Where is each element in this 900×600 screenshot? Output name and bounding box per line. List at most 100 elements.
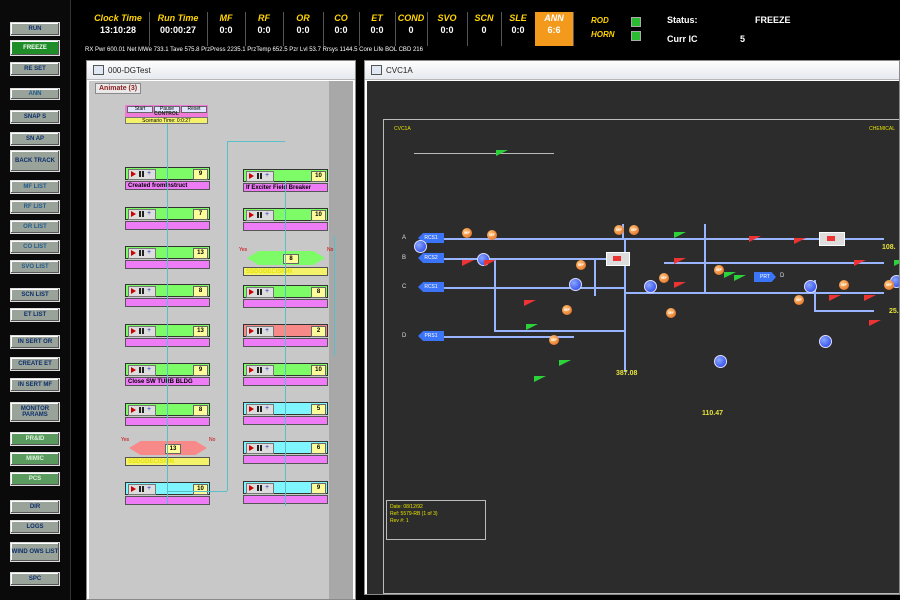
valve-icon[interactable]: [794, 238, 806, 244]
malfunction-indicator[interactable]: MF: [462, 228, 472, 238]
play-icon[interactable]: [249, 173, 254, 179]
pause-icon[interactable]: [139, 250, 144, 256]
malfunction-indicator[interactable]: MF: [884, 280, 894, 290]
pump-icon[interactable]: [819, 335, 832, 348]
pump-icon[interactable]: [477, 253, 490, 266]
malfunction-indicator[interactable]: MF: [576, 260, 586, 270]
pause-icon[interactable]: [257, 328, 262, 334]
valve-icon[interactable]: [724, 272, 736, 278]
play-icon[interactable]: [131, 328, 136, 334]
play-icon[interactable]: [249, 445, 254, 451]
play-icon[interactable]: [131, 486, 136, 492]
source-tag-rcs2[interactable]: RCS2: [418, 253, 444, 263]
sidebar-button-logs[interactable]: LOGS: [10, 520, 60, 534]
pause-icon[interactable]: [139, 328, 144, 334]
pause-icon[interactable]: [139, 288, 144, 294]
source-tag-rcs1[interactable]: RCS1: [418, 233, 444, 243]
right_column-step-node[interactable]: +10: [243, 169, 328, 182]
sidebar-button-scn-list[interactable]: SCN LIST: [10, 288, 60, 302]
plus-icon[interactable]: +: [265, 484, 270, 491]
valve-icon[interactable]: [524, 300, 536, 306]
valve-icon[interactable]: [674, 258, 686, 264]
valve-icon[interactable]: [749, 236, 761, 242]
pause-icon[interactable]: [257, 445, 262, 451]
prt-tag[interactable]: PRT: [754, 272, 776, 282]
malfunction-indicator[interactable]: MF: [487, 230, 497, 240]
valve-icon[interactable]: [869, 320, 881, 326]
valve-icon[interactable]: [894, 260, 899, 266]
pause-icon[interactable]: [139, 407, 144, 413]
play-icon[interactable]: [249, 212, 254, 218]
sidebar-button-or-list[interactable]: OR LIST: [10, 220, 60, 234]
step-controls[interactable]: +: [128, 169, 156, 180]
valve-icon[interactable]: [534, 376, 546, 382]
animate-button[interactable]: Animate (3): [95, 83, 142, 94]
sidebar-button-et-list[interactable]: ET LIST: [10, 308, 60, 322]
sidebar-button-co-list[interactable]: CO LIST: [10, 240, 60, 254]
plus-icon[interactable]: +: [147, 485, 152, 492]
plus-icon[interactable]: +: [147, 406, 152, 413]
valve-icon[interactable]: [484, 260, 496, 266]
pause-icon[interactable]: [257, 289, 262, 295]
control-reset-button[interactable]: Reset: [181, 106, 207, 113]
valve-icon[interactable]: [559, 360, 571, 366]
pause-icon[interactable]: [257, 406, 262, 412]
sidebar-button-in-sert-or[interactable]: IN SERT OR: [10, 335, 60, 349]
step-controls[interactable]: +: [128, 405, 156, 416]
sidebar-button-mf-list[interactable]: MF LIST: [10, 180, 60, 194]
plus-icon[interactable]: +: [265, 288, 270, 295]
pause-icon[interactable]: [139, 486, 144, 492]
plus-icon[interactable]: +: [265, 172, 270, 179]
pause-icon[interactable]: [257, 485, 262, 491]
malfunction-indicator[interactable]: MF: [659, 273, 669, 283]
plus-icon[interactable]: +: [147, 366, 152, 373]
sidebar-button-re-set[interactable]: RE SET: [10, 62, 60, 76]
malfunction-indicator[interactable]: MF: [794, 295, 804, 305]
play-icon[interactable]: [131, 171, 136, 177]
sidebar-button-ann[interactable]: ANN: [10, 88, 60, 100]
sidebar-button-dir[interactable]: DIR: [10, 500, 60, 514]
source-tag-rcs1[interactable]: RCS1: [418, 282, 444, 292]
valve-icon[interactable]: [462, 260, 474, 266]
malfunction-indicator[interactable]: MF: [629, 225, 639, 235]
step-controls[interactable]: +: [128, 248, 156, 259]
step-controls[interactable]: +: [128, 365, 156, 376]
valve-icon[interactable]: [496, 150, 508, 156]
valve-icon[interactable]: [734, 275, 746, 281]
pump-icon[interactable]: [569, 278, 582, 291]
valve-icon[interactable]: [526, 324, 538, 330]
valve-icon[interactable]: [829, 295, 841, 301]
step-controls[interactable]: +: [246, 365, 274, 376]
step-controls[interactable]: +: [246, 326, 274, 337]
source-tag-prs1[interactable]: PRS1: [418, 331, 444, 341]
play-icon[interactable]: [249, 485, 254, 491]
sidebar-button-pcs[interactable]: PCS: [10, 472, 60, 486]
plus-icon[interactable]: +: [265, 327, 270, 334]
plus-icon[interactable]: +: [147, 170, 152, 177]
malfunction-indicator[interactable]: MF: [839, 280, 849, 290]
play-icon[interactable]: [131, 407, 136, 413]
sidebar-button-snap-s[interactable]: SNAP S: [10, 110, 60, 124]
sidebar-button-freeze[interactable]: FREEZE: [10, 40, 60, 56]
sidebar-button-spc[interactable]: SPC: [10, 572, 60, 586]
malfunction-indicator[interactable]: MF: [666, 308, 676, 318]
heat-exchanger-icon[interactable]: [606, 252, 630, 266]
plus-icon[interactable]: +: [265, 444, 270, 451]
pause-icon[interactable]: [139, 211, 144, 217]
play-icon[interactable]: [249, 367, 254, 373]
step-controls[interactable]: +: [246, 443, 274, 454]
step-controls[interactable]: +: [246, 287, 274, 298]
sidebar-button-in-sert-mf[interactable]: IN SERT MF: [10, 378, 60, 392]
plus-icon[interactable]: +: [147, 249, 152, 256]
step-controls[interactable]: +: [246, 210, 274, 221]
play-icon[interactable]: [249, 328, 254, 334]
pause-icon[interactable]: [257, 367, 262, 373]
step-controls[interactable]: +: [246, 171, 274, 182]
malfunction-indicator[interactable]: MF: [549, 335, 559, 345]
valve-icon[interactable]: [674, 282, 686, 288]
plus-icon[interactable]: +: [265, 366, 270, 373]
plus-icon[interactable]: +: [147, 287, 152, 294]
sidebar-button-wind-ows-list[interactable]: WIND OWS LIST: [10, 542, 60, 562]
